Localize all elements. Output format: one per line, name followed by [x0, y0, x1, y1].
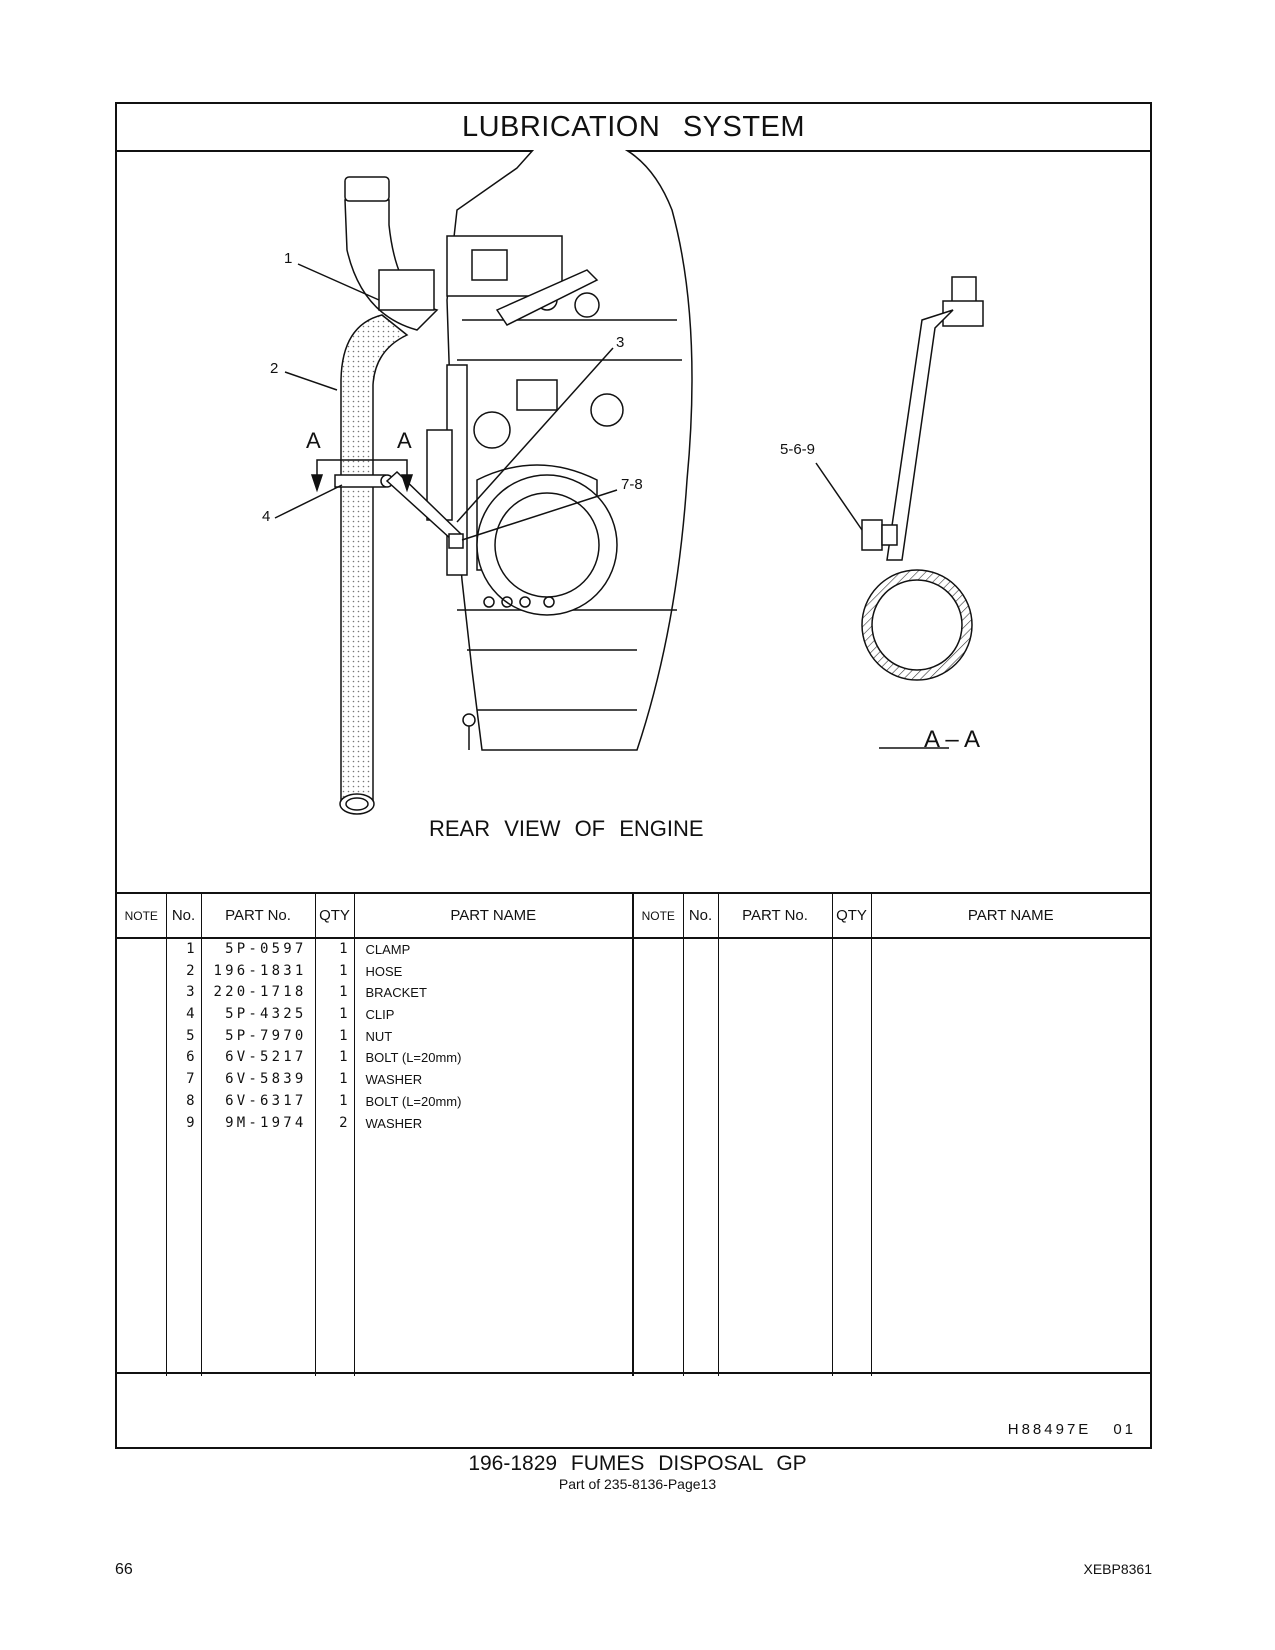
qty-column: 1 1 1 1 1 1 1 1 2	[315, 938, 355, 1376]
table-row-part-name: BOLT (L=20mm)	[365, 1093, 462, 1109]
section-mark-right: A	[397, 428, 412, 453]
header-part-name: PART NAME	[354, 892, 634, 939]
part-no-column: 5P-0597 196-1831 220-1718 5P-4325 5P-797…	[201, 938, 316, 1376]
group-title: 196-1829 FUMES DISPOSAL GP	[468, 1452, 807, 1475]
table-row-no: 3	[186, 984, 195, 1001]
table-row-part-name: HOSE	[365, 963, 403, 979]
header-part-name-right: PART NAME	[871, 892, 1150, 939]
table-row-qty: 1	[339, 1092, 348, 1109]
table-row-part-name: BRACKET	[365, 985, 427, 1001]
table-row-qty: 1	[339, 1027, 348, 1044]
section-mark-left: A	[306, 428, 321, 453]
table-row-no: 8	[186, 1092, 195, 1109]
reference-code: H88497E	[1007, 1421, 1092, 1438]
table-row-part-no: 6V-5839	[225, 1071, 307, 1088]
part-name-column: CLAMP HOSE BRACKET CLIP NUT BOLT (L=20mm…	[354, 938, 634, 1376]
engine-rear-view-drawing	[274, 150, 984, 815]
table-row-part-no: 196-1831	[213, 962, 307, 979]
section-title: A – A	[924, 726, 981, 753]
parts-table-body: 1 2 3 4 5 6 7 8 9 5P-0597 196-1831 220-1…	[117, 938, 1150, 1376]
callout-5-6-9: 5-6-9	[780, 441, 816, 458]
parts-table-header: NOTE No. PART No. QTY PART NAME NOTE No.…	[117, 892, 1150, 939]
table-row-part-name: NUT	[365, 1028, 393, 1044]
header-qty-right: QTY	[832, 892, 872, 939]
table-row-no: 9	[186, 1114, 195, 1131]
callout-1: 1	[284, 250, 293, 267]
table-row-no: 6	[186, 1049, 195, 1066]
table-row-part-no: 5P-0597	[225, 941, 307, 957]
table-row-part-no: 9M-1974	[225, 1114, 307, 1131]
table-row-part-name: WASHER	[365, 1072, 423, 1088]
table-row-qty: 1	[339, 1006, 348, 1023]
table-row-no: 5	[186, 1027, 195, 1044]
table-row-qty: 1	[339, 984, 348, 1001]
table-row-part-name: BOLT (L=20mm)	[365, 1050, 462, 1066]
table-row-no: 1	[186, 941, 195, 957]
table-row-part-name: WASHER	[365, 1115, 423, 1131]
table-row-no: 4	[186, 1006, 195, 1023]
header-part-no-right: PART No.	[718, 892, 833, 939]
no-column-right	[683, 938, 719, 1376]
group-subtitle: Part of 235-8136-Page13	[558, 1476, 717, 1492]
header-note: NOTE	[117, 892, 167, 939]
page-title: LUBRICATION SYSTEM	[117, 104, 1150, 152]
reference-revision: 01	[1113, 1421, 1136, 1438]
callout-7-8: 7-8	[621, 476, 643, 493]
header-no-right: No.	[683, 892, 719, 939]
table-row-part-no: 220-1718	[213, 984, 307, 1001]
part-no-column-right	[718, 938, 833, 1376]
header-note-right: NOTE	[633, 892, 684, 939]
header-no: No.	[166, 892, 202, 939]
parts-illustration: 1 2 3 4 5-6-9 7-8 A A A – A REAR VIEW OF…	[117, 150, 1150, 892]
table-row-qty: 1	[339, 962, 348, 979]
table-row-part-name: CLIP	[365, 1007, 395, 1023]
table-row-qty: 1	[339, 941, 348, 957]
no-column: 1 2 3 4 5 6 7 8 9	[166, 938, 202, 1376]
table-row-part-no: 6V-5217	[225, 1049, 307, 1066]
callout-3: 3	[616, 334, 625, 351]
callout-4: 4	[262, 508, 271, 525]
table-row-qty: 1	[339, 1071, 348, 1088]
table-row-part-no: 5P-7970	[225, 1027, 307, 1044]
callout-2: 2	[270, 360, 279, 377]
parts-sheet-frame: LUBRICATION SYSTEM	[115, 102, 1152, 1449]
parts-table: NOTE No. PART No. QTY PART NAME NOTE No.…	[117, 892, 1150, 1376]
illustration-reference: H88497E 01	[1008, 1421, 1136, 1438]
note-column	[117, 938, 167, 1376]
note-column-right	[633, 938, 684, 1376]
qty-column-right	[832, 938, 872, 1376]
part-name-column-right	[871, 938, 1150, 1376]
table-row-part-no: 5P-4325	[225, 1006, 307, 1023]
header-part-no: PART No.	[201, 892, 316, 939]
table-row-no: 2	[186, 962, 195, 979]
table-row-part-name: CLAMP	[365, 942, 411, 957]
document-code: XEBP8361	[1083, 1561, 1153, 1577]
view-caption: REAR VIEW OF ENGINE	[429, 816, 704, 841]
table-row-qty: 1	[339, 1049, 348, 1066]
reference-strip: H88497E 01	[117, 1372, 1150, 1449]
table-row-part-no: 6V-6317	[225, 1092, 307, 1109]
page-number: 66	[115, 1561, 133, 1578]
header-qty: QTY	[315, 892, 355, 939]
table-row-no: 7	[186, 1071, 195, 1088]
table-row-qty: 2	[339, 1114, 348, 1131]
